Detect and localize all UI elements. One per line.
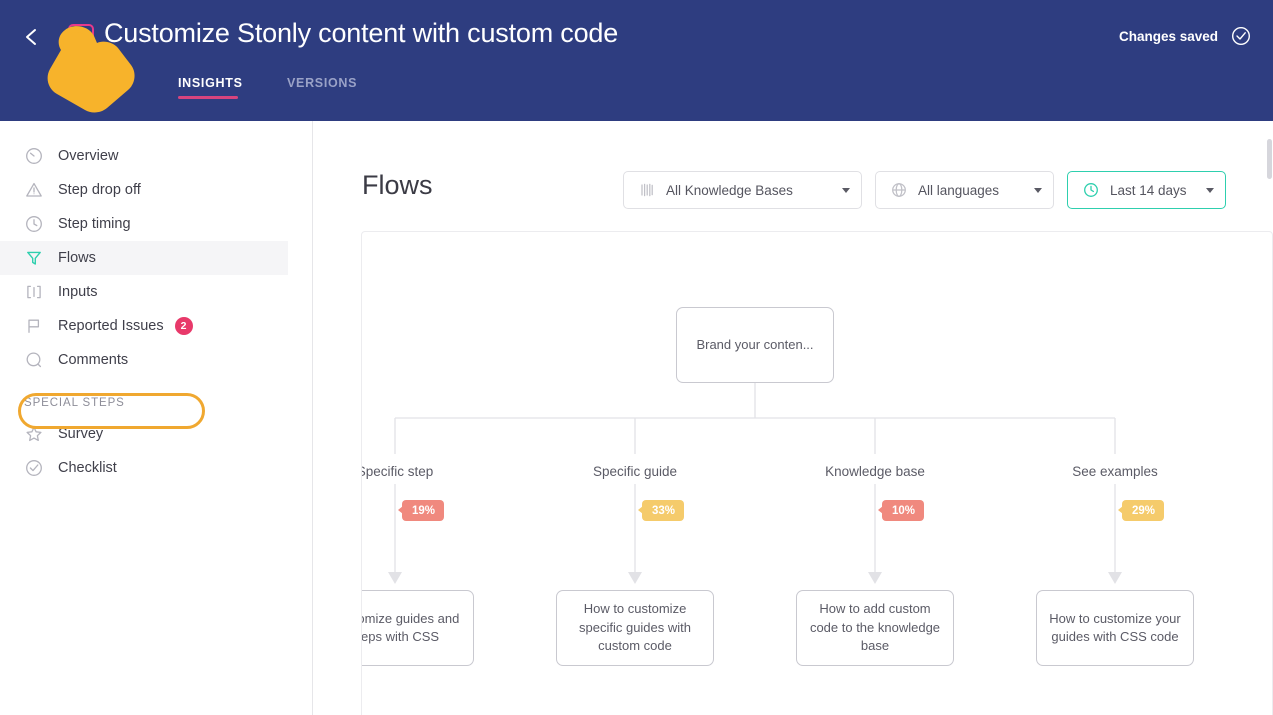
flow-connectors (388, 383, 1122, 584)
star-icon (24, 425, 43, 444)
sidebar-item-label: Inputs (58, 284, 98, 300)
filter-knowledge-base[interactable]: All Knowledge Bases (623, 171, 862, 209)
warning-triangle-icon (24, 181, 43, 200)
chevron-down-icon (842, 187, 850, 193)
filter-date-range[interactable]: Last 14 days (1067, 171, 1226, 209)
sidebar-item-label: Flows (58, 250, 96, 266)
save-status: Changes saved (1119, 26, 1251, 46)
comment-icon (24, 351, 43, 370)
sidebar-item-label: Step timing (58, 216, 131, 232)
sidebar-item-step-drop-off[interactable]: Step drop off (0, 173, 288, 207)
sidebar-item-label: Reported Issues (58, 318, 164, 334)
flow-percent-badge-1: 19% (397, 500, 445, 521)
flow-percent-badge-2: 33% (637, 500, 685, 521)
flow-node-root[interactable]: Brand your conten... (676, 307, 834, 383)
gauge-icon (24, 147, 43, 166)
flow-branch-label-1: Specific step (361, 464, 434, 479)
sidebar-section-label: SPECIAL STEPS (24, 397, 125, 409)
tab-versions-label: VERSIONS (287, 76, 358, 90)
page-scrollbar[interactable] (1266, 121, 1273, 715)
brackets-icon (24, 283, 43, 302)
flow-node-label: Brand your conten... (696, 336, 814, 352)
check-circle-icon (1231, 26, 1251, 46)
flow-percent-value: 29% (1132, 504, 1156, 517)
flow-percent-value: 19% (412, 504, 436, 517)
flow-node-label: How to add custom code to the knowledge … (809, 601, 941, 654)
section-title: Flows (362, 170, 433, 200)
back-button[interactable] (18, 23, 46, 51)
flag-icon (24, 317, 43, 336)
flow-node-label: Customize guides and steps with CSS (361, 610, 460, 644)
filter-bar: All Knowledge Bases All languages (623, 171, 1226, 209)
sidebar-item-inputs[interactable]: Inputs (0, 275, 288, 309)
header-tabs: EDITOR INSIGHTS VERSIONS (0, 70, 357, 121)
sidebar: Overview Step drop off Step timing (0, 121, 313, 715)
sidebar-item-label: Overview (58, 148, 119, 164)
page-title: Customize Stonly content with custom cod… (104, 18, 619, 48)
guide-document-icon (68, 24, 94, 50)
tab-editor[interactable]: EDITOR (81, 70, 144, 104)
sidebar-item-comments[interactable]: Comments (0, 343, 288, 377)
sidebar-item-checklist[interactable]: Checklist (0, 451, 288, 485)
clock-icon (1082, 182, 1099, 199)
tab-versions[interactable]: VERSIONS (287, 70, 357, 104)
tab-editor-label: EDITOR (81, 76, 133, 90)
flow-node-target-1[interactable]: Customize guides and steps with CSS (361, 590, 474, 666)
flow-node-target-3[interactable]: How to add custom code to the knowledge … (796, 590, 954, 666)
flow-percent-badge-4: 29% (1117, 500, 1165, 521)
sidebar-item-label: Comments (58, 352, 129, 368)
sidebar-item-step-timing[interactable]: Step timing (0, 207, 288, 241)
filter-language[interactable]: All languages (875, 171, 1054, 209)
flow-node-label: How to customize specific guides with cu… (579, 601, 691, 654)
flow-node-target-4[interactable]: How to customize your guides with CSS co… (1036, 590, 1194, 666)
sidebar-item-label: Step drop off (58, 182, 141, 198)
filter-knowledge-base-label: All Knowledge Bases (666, 182, 793, 198)
sidebar-item-survey[interactable]: Survey (0, 417, 288, 451)
page-scrollbar-thumb[interactable] (1267, 139, 1272, 179)
filter-language-label: All languages (918, 182, 1000, 198)
funnel-icon (24, 249, 43, 268)
chevron-left-icon (21, 26, 43, 48)
globe-icon (890, 182, 907, 199)
flow-percent-value: 33% (652, 504, 676, 517)
chevron-down-icon (1034, 187, 1042, 193)
check-circle-icon (24, 459, 43, 478)
flow-branch-label-4: See examples (1072, 464, 1158, 479)
flow-diagram-panel: Brand your conten... Specific step Speci… (361, 231, 1273, 715)
chevron-down-icon (1206, 187, 1214, 193)
flow-canvas: Brand your conten... Specific step Speci… (361, 232, 1272, 715)
flow-branch-label-2: Specific guide (592, 464, 678, 479)
clock-icon (24, 215, 43, 234)
tab-insights-label: INSIGHTS (178, 76, 243, 90)
flow-percent-value: 10% (892, 504, 916, 517)
status-badge: 2 (174, 317, 193, 335)
sidebar-item-reported-issues[interactable]: Reported Issues 2 (0, 309, 288, 343)
sidebar-item-label: Survey (58, 426, 104, 442)
flow-node-target-2[interactable]: How to customize specific guides with cu… (556, 590, 714, 666)
sidebar-item-overview[interactable]: Overview (0, 139, 288, 173)
app-header: Customize Stonly content with custom cod… (0, 0, 1273, 121)
flow-node-label: How to customize your guides with CSS co… (1049, 610, 1181, 644)
filter-date-range-label: Last 14 days (1110, 182, 1187, 198)
main-content: Flows All Knowledge Bases (313, 121, 1273, 715)
sidebar-item-flows[interactable]: Flows (0, 241, 288, 275)
save-status-label: Changes saved (1118, 28, 1218, 44)
flow-branch-label-3: Knowledge base (825, 464, 925, 479)
knowledge-base-icon (638, 182, 655, 199)
flow-percent-badge-3: 10% (877, 500, 925, 521)
sidebar-item-label: Checklist (58, 460, 117, 476)
tab-insights[interactable]: INSIGHTS (178, 70, 243, 104)
